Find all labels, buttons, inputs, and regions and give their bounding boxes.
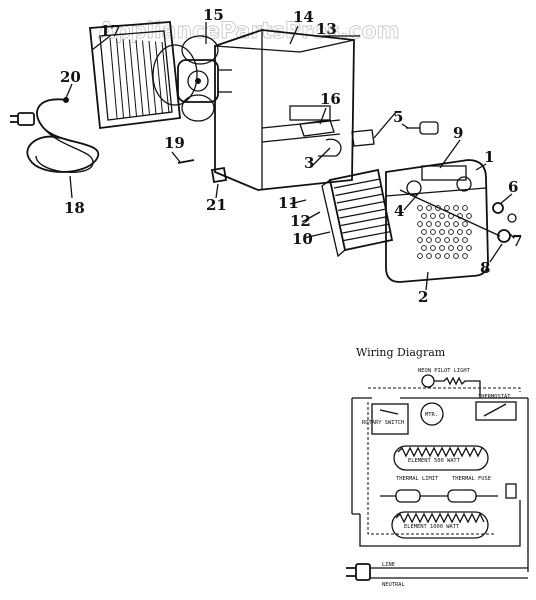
rotary-switch-label: ROTARY SWITCH: [362, 420, 404, 426]
callout-3: 3: [304, 154, 314, 172]
thermostat-label: THERMOSTAT: [478, 394, 511, 400]
callout-17: 17: [100, 22, 121, 40]
callout-6: 6: [508, 178, 518, 196]
power-cord-drawing: [10, 97, 100, 173]
callout-19: 19: [164, 134, 185, 152]
motor-label: MTR.: [425, 412, 438, 418]
callout-8: 8: [480, 259, 490, 277]
wiring-title: Wiring Diagram: [356, 346, 446, 359]
callout-7: 7: [512, 232, 522, 250]
neon-pilot-light-symbol: [421, 374, 435, 388]
motor-symbol: [420, 402, 444, 426]
heating-element-drawing: [321, 168, 394, 258]
small-parts-drawing: [299, 111, 439, 157]
thermal-limit-label: THERMAL LIMIT: [396, 476, 439, 482]
callout-1: 1: [484, 148, 494, 166]
callout-2: 2: [418, 288, 428, 306]
wiring-diagram: Wiring Diagram NEON PILOT LIGHT THERMOST…: [346, 346, 529, 588]
leader-lines: [65, 22, 515, 291]
callout-13: 13: [316, 20, 337, 38]
callout-5: 5: [393, 108, 403, 126]
screw-and-block-drawing: [177, 159, 228, 184]
callout-11: 11: [278, 194, 299, 212]
element-1000-label: ELEMENT 1000 WATT: [404, 524, 460, 530]
wiring-plug-symbol: [355, 563, 371, 581]
callout-15: 15: [203, 6, 224, 24]
callout-21: 21: [206, 196, 227, 214]
fan-guard-drawing: [89, 21, 181, 130]
callout-20: 20: [60, 68, 81, 86]
line-label: LINE: [382, 562, 395, 568]
callout-4: 4: [394, 202, 404, 220]
callout-18: 18: [64, 199, 85, 217]
housing-drawing: [214, 29, 355, 191]
callout-12: 12: [290, 212, 311, 230]
fan-motor-drawing: [152, 35, 232, 122]
front-cabinet-drawing: [385, 159, 489, 283]
callout-16: 16: [320, 90, 341, 108]
neutral-label: NEUTRAL: [382, 582, 405, 588]
element-500-label: ELEMENT 500 WATT: [408, 458, 461, 464]
callout-10: 10: [292, 230, 313, 248]
knobs-drawing: [399, 189, 517, 243]
callout-9: 9: [453, 124, 463, 142]
part-callouts: 17 15 14 13 20 16 19 5 9 3 1 11 12 4 6 7…: [60, 6, 522, 306]
thermal-fuse-label: THERMAL FUSE: [452, 476, 491, 482]
neon-pilot-light-label: NEON PILOT LIGHT: [418, 368, 471, 374]
callout-14: 14: [293, 8, 314, 26]
